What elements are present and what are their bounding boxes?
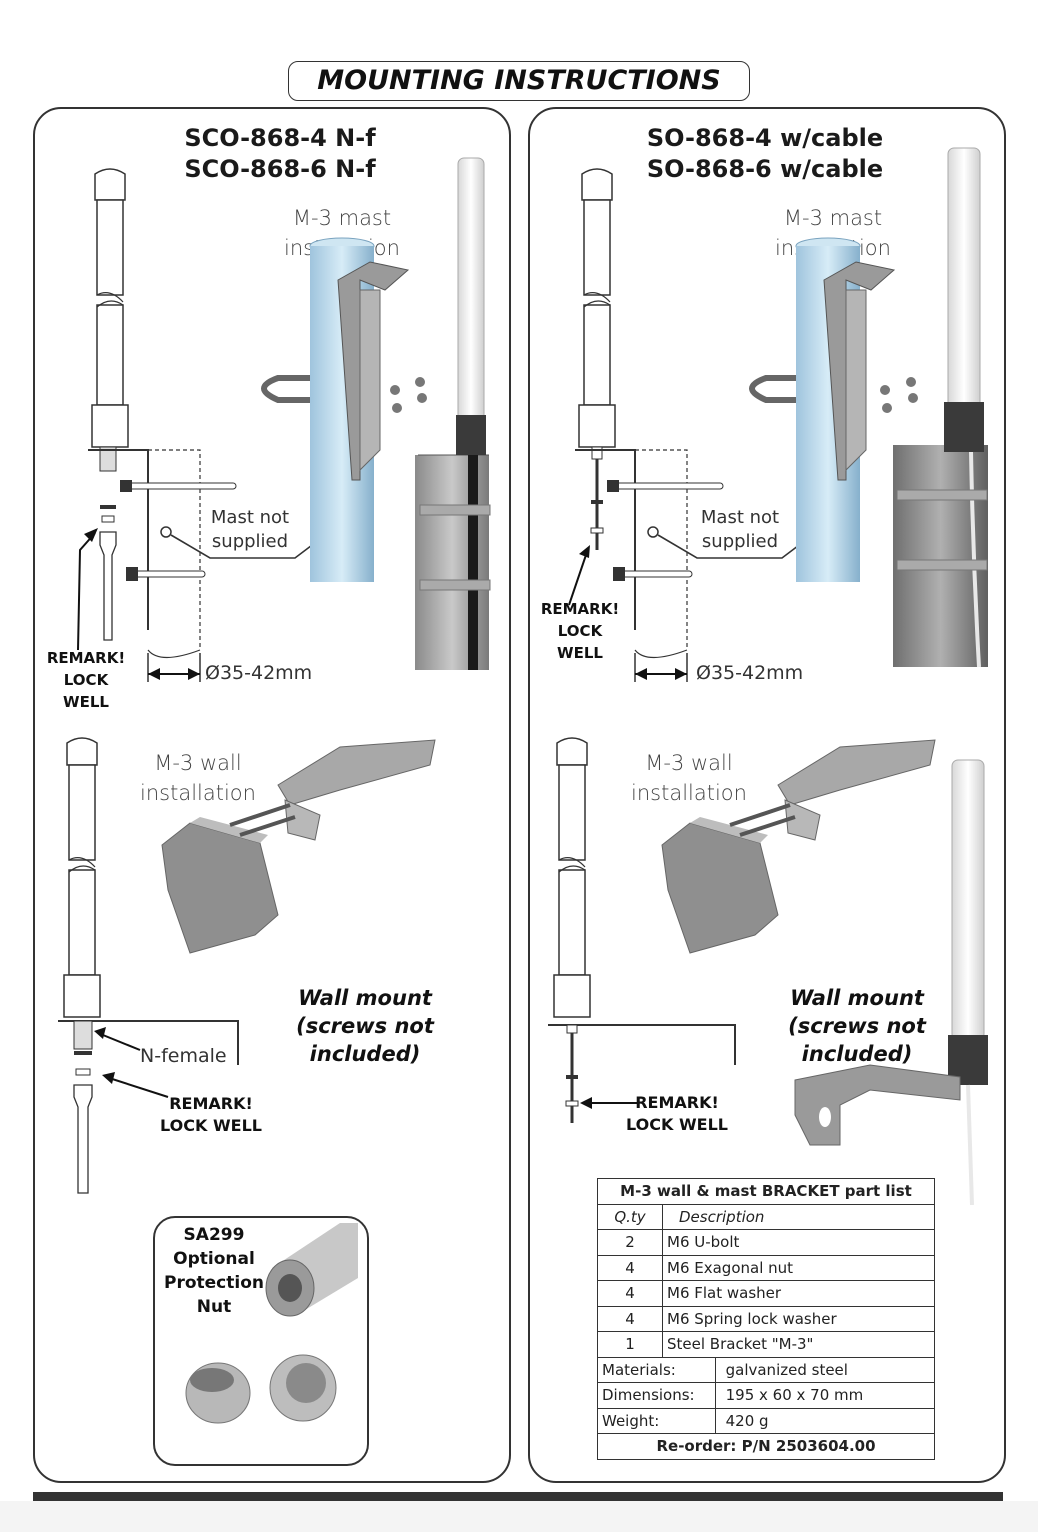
right-header-line2: SO-868-6 w/cable xyxy=(646,155,884,183)
page-title: MOUNTING INSTRUCTIONS xyxy=(288,61,750,101)
table-row: 4 M6 Spring lock washer xyxy=(597,1305,935,1332)
right-remark2-line1: REMARK! xyxy=(635,1093,719,1112)
left-remark-line3: WELL xyxy=(63,693,109,711)
dimensions-label: Dimensions: xyxy=(597,1382,716,1409)
right-mast-note-line1: Mast not xyxy=(700,507,780,528)
parts-qty: 4 xyxy=(597,1254,663,1281)
right-mast-illustration xyxy=(568,147,988,682)
materials-value: galvanized steel xyxy=(714,1356,936,1383)
left-remark2-line1: REMARK! xyxy=(169,1094,253,1113)
sa299-nut-illustration xyxy=(185,1223,358,1424)
right-header-line1: SO-868-4 w/cable xyxy=(646,124,884,152)
right-panel xyxy=(528,107,1006,1483)
left-wall-mount-line1: Wall mount xyxy=(298,986,432,1010)
weight-value: 420 g xyxy=(714,1407,936,1434)
parts-desc: M6 Flat washer xyxy=(662,1280,935,1307)
parts-qty: 4 xyxy=(597,1305,663,1332)
table-row: Materials: galvanized steel xyxy=(597,1356,936,1383)
sa299-line1: SA299 xyxy=(183,1225,245,1245)
weight-label: Weight: xyxy=(597,1407,716,1434)
left-remark: REMARK! LOCK WELL xyxy=(38,647,134,713)
right-header: SO-868-4 w/cable SO-868-6 w/cable xyxy=(610,123,920,185)
right-diameter-label: Ø35-42mm xyxy=(696,662,804,684)
right-wall-label: M-3 wall installation xyxy=(619,748,759,808)
sa299-line4: Nut xyxy=(196,1297,232,1317)
sa299-line2: Optional xyxy=(173,1249,255,1269)
left-diameter-label: Ø35-42mm xyxy=(205,662,313,684)
dimensions-value: 195 x 60 x 70 mm xyxy=(714,1382,936,1409)
left-mast-illustration xyxy=(77,157,491,682)
left-header-line1: SCO-868-4 N-f xyxy=(184,124,376,152)
reorder-number: Re-order: P/N 2503604.00 xyxy=(597,1433,935,1460)
footer-area xyxy=(0,1501,1038,1532)
left-antenna-outline xyxy=(91,168,129,448)
left-panel xyxy=(33,107,511,1483)
right-remark-line2: LOCK xyxy=(557,622,603,640)
parts-desc: M6 U-bolt xyxy=(662,1229,935,1256)
right-wall-mount-line2: (screws not xyxy=(788,1014,926,1038)
left-wall-illustration xyxy=(58,737,436,1194)
right-wall-mount-line1: Wall mount xyxy=(790,986,924,1010)
table-row: Weight: 420 g xyxy=(597,1407,936,1434)
right-remark-line1: REMARK! xyxy=(540,600,620,618)
left-remark-line2: LOCK xyxy=(63,671,109,689)
right-remark2: REMARK! LOCK WELL xyxy=(618,1092,736,1136)
right-remark: REMARK! LOCK WELL xyxy=(532,598,628,664)
table-row: 1 Steel Bracket "M-3" xyxy=(597,1331,935,1358)
parts-qty: 4 xyxy=(597,1280,663,1307)
right-mast-note-line2: supplied xyxy=(701,531,779,552)
parts-qty: 1 xyxy=(597,1331,663,1358)
table-row: 4 M6 Flat washer xyxy=(597,1280,935,1307)
left-remark-line1: REMARK! xyxy=(46,649,126,667)
right-wall-label-line2: installation xyxy=(631,781,747,805)
left-header-line2: SCO-868-6 N-f xyxy=(184,155,376,183)
left-mast-note-line2: supplied xyxy=(211,531,289,552)
parts-col-desc: Description xyxy=(662,1203,935,1230)
parts-table-title: M-3 wall & mast BRACKET part list xyxy=(597,1178,935,1205)
right-wall-mount-note: Wall mount (screws not included) xyxy=(772,984,942,1068)
left-mast-note-line1: Mast not xyxy=(210,507,290,528)
footer-rule xyxy=(33,1492,1003,1501)
left-remark2-line2: LOCK WELL xyxy=(160,1116,262,1135)
right-wall-mount-line3: included) xyxy=(801,1042,913,1066)
left-wall-mount-line2: (screws not xyxy=(296,1014,434,1038)
left-wall-mount-note: Wall mount (screws not included) xyxy=(280,984,450,1068)
left-mast-label-line1: M-3 mast xyxy=(292,206,392,230)
parts-table: M-3 wall & mast BRACKET part list Q.ty D… xyxy=(597,1178,936,1460)
right-mast-label-line1: M-3 mast xyxy=(783,206,883,230)
right-wall-illustration xyxy=(548,737,988,1205)
parts-col-qty: Q.ty xyxy=(597,1203,663,1230)
parts-qty: 2 xyxy=(597,1229,663,1256)
left-wall-label-line2: installation xyxy=(140,781,256,805)
right-remark2-line2: LOCK WELL xyxy=(626,1115,728,1134)
table-row: Dimensions: 195 x 60 x 70 mm xyxy=(597,1382,936,1409)
parts-desc: M6 Spring lock washer xyxy=(662,1305,935,1332)
left-wall-mount-line3: included) xyxy=(309,1042,421,1066)
left-remark2: REMARK! LOCK WELL xyxy=(152,1093,270,1137)
parts-desc: Steel Bracket "M-3" xyxy=(662,1331,935,1358)
right-wall-label-line1: M-3 wall xyxy=(645,751,733,775)
sa299-line3: Protection xyxy=(164,1273,264,1293)
right-remark-line3: WELL xyxy=(557,644,603,662)
left-mast-note: Mast not supplied xyxy=(200,506,300,554)
left-wall-label-line1: M-3 wall xyxy=(154,751,242,775)
left-header: SCO-868-4 N-f SCO-868-6 N-f xyxy=(120,123,440,185)
materials-label: Materials: xyxy=(597,1356,716,1383)
table-row: 4 M6 Exagonal nut xyxy=(597,1254,935,1281)
table-row: 2 M6 U-bolt xyxy=(597,1229,935,1256)
sa299-text: SA299 Optional Protection Nut xyxy=(158,1223,270,1319)
left-wall-label: M-3 wall installation xyxy=(128,748,268,808)
left-connector-label: N-female xyxy=(140,1045,227,1067)
parts-desc: M6 Exagonal nut xyxy=(662,1254,935,1281)
right-mast-note: Mast not supplied xyxy=(690,506,790,554)
